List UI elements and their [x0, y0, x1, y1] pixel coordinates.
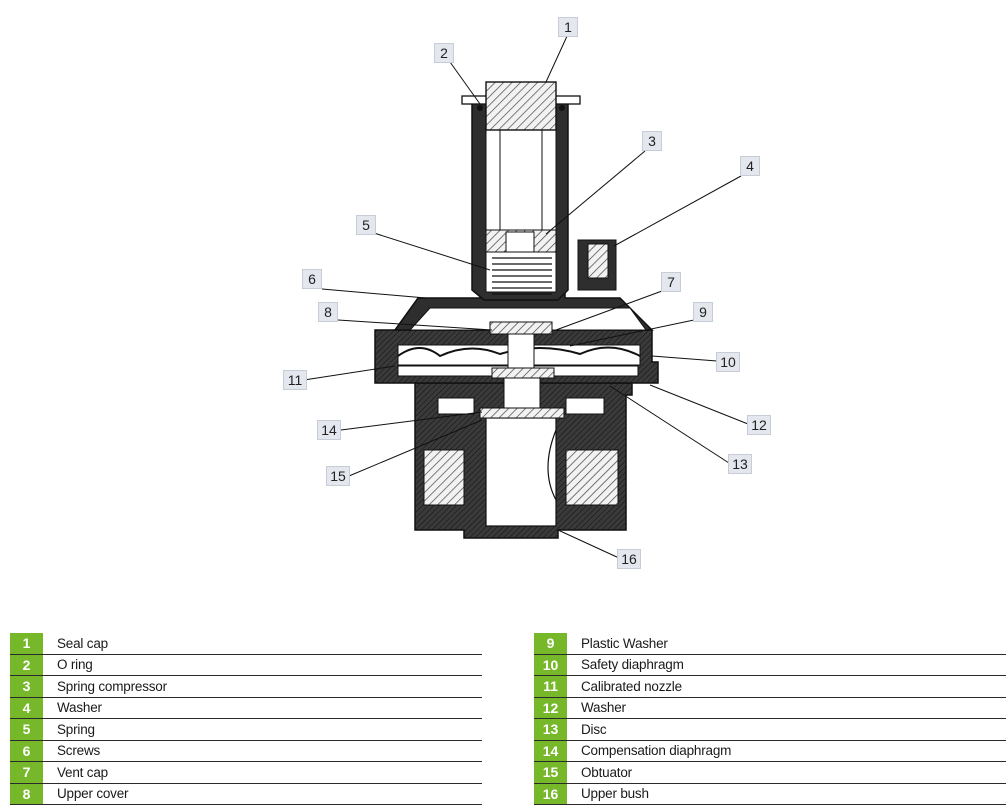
legend-number: 16: [534, 783, 567, 804]
callout-15: 15: [326, 466, 350, 486]
legend-label: Safety diaphragm: [581, 657, 684, 673]
callout-14: 14: [317, 420, 341, 440]
callout-3: 3: [642, 131, 662, 151]
legend-label: Seal cap: [57, 635, 108, 651]
legend-number: 2: [10, 654, 43, 675]
callout-11: 11: [283, 370, 307, 390]
legend-label: Spring compressor: [57, 678, 167, 694]
callout-9: 9: [693, 302, 713, 322]
callout-2: 2: [434, 43, 454, 63]
legend-number: 14: [534, 740, 567, 761]
legend-item: 13 Disc: [534, 719, 1006, 741]
spring: [492, 257, 552, 295]
legend-label: Calibrated nozzle: [581, 678, 682, 694]
legend-number: 8: [10, 783, 43, 804]
regulator-cross-section: [303, 33, 749, 559]
legend-item: 15 Obtuator: [534, 762, 1006, 784]
legend-number: 1: [10, 633, 43, 654]
legend-label: Disc: [581, 721, 607, 737]
legend-number: 11: [534, 676, 567, 697]
callout-1: 1: [558, 17, 578, 37]
callout-13: 13: [728, 454, 752, 474]
seal-cap: [461, 81, 581, 131]
vent-cap: [577, 239, 617, 291]
legend-label: O ring: [57, 657, 93, 673]
legend-number: 9: [534, 633, 567, 654]
legend-left: 1 Seal cap 2 O ring 3 Spring compressor 4 Wa…: [10, 633, 482, 805]
lower-body: [414, 382, 633, 539]
legend-number: 10: [534, 654, 567, 675]
legend-label: Washer: [57, 700, 102, 716]
legend-item: 11 Calibrated nozzle: [534, 676, 1006, 698]
legend-item: 14 Compensation diaphragm: [534, 740, 1006, 762]
leader-lines: [303, 33, 749, 559]
legend-label: Obtuator: [581, 764, 632, 780]
legend-label: Spring: [57, 721, 95, 737]
legend-number: 15: [534, 762, 567, 783]
legend-item: 12 Washer: [534, 697, 1006, 719]
legend-number: 7: [10, 762, 43, 783]
legend-item: 6 Screws: [10, 740, 482, 762]
legend-item: 5 Spring: [10, 719, 482, 741]
legend-item: 10 Safety diaphragm: [534, 654, 1006, 676]
legend-item: 3 Spring compressor: [10, 676, 482, 698]
callout-4: 4: [740, 156, 760, 176]
legend-label: Upper cover: [57, 786, 129, 802]
legend-label: Compensation diaphragm: [581, 743, 732, 759]
legend-number: 5: [10, 719, 43, 740]
legend-item: 8 Upper cover: [10, 783, 482, 805]
legend-right: 9 Plastic Washer 10 Safety diaphragm 11 Cal…: [534, 633, 1006, 805]
legend-number: 6: [10, 740, 43, 761]
legend-item: 9 Plastic Washer: [534, 633, 1006, 655]
callout-5: 5: [356, 215, 376, 235]
callout-6: 6: [302, 269, 322, 289]
callout-12: 12: [747, 415, 771, 435]
legend-label: Screws: [57, 743, 101, 759]
legend-label: Vent cap: [57, 764, 108, 780]
legend-number: 3: [10, 676, 43, 697]
legend-item: 2 O ring: [10, 654, 482, 676]
callout-16: 16: [617, 549, 641, 569]
legend-number: 12: [534, 697, 567, 718]
legend-label: Washer: [581, 700, 626, 716]
legend-item: 4 Washer: [10, 697, 482, 719]
legend-item: 1 Seal cap: [10, 633, 482, 655]
legend-number: 4: [10, 697, 43, 718]
callout-7: 7: [661, 272, 681, 292]
legend-number: 13: [534, 719, 567, 740]
callout-10: 10: [716, 352, 740, 372]
legend-label: Plastic Washer: [581, 635, 668, 651]
legend-label: Upper bush: [581, 786, 649, 802]
callout-8: 8: [318, 302, 338, 322]
stem-assembly: [479, 321, 565, 419]
bonnet: [471, 99, 569, 301]
legend-item: 7 Vent cap: [10, 762, 482, 784]
legend-item: 16 Upper bush: [534, 783, 1006, 805]
